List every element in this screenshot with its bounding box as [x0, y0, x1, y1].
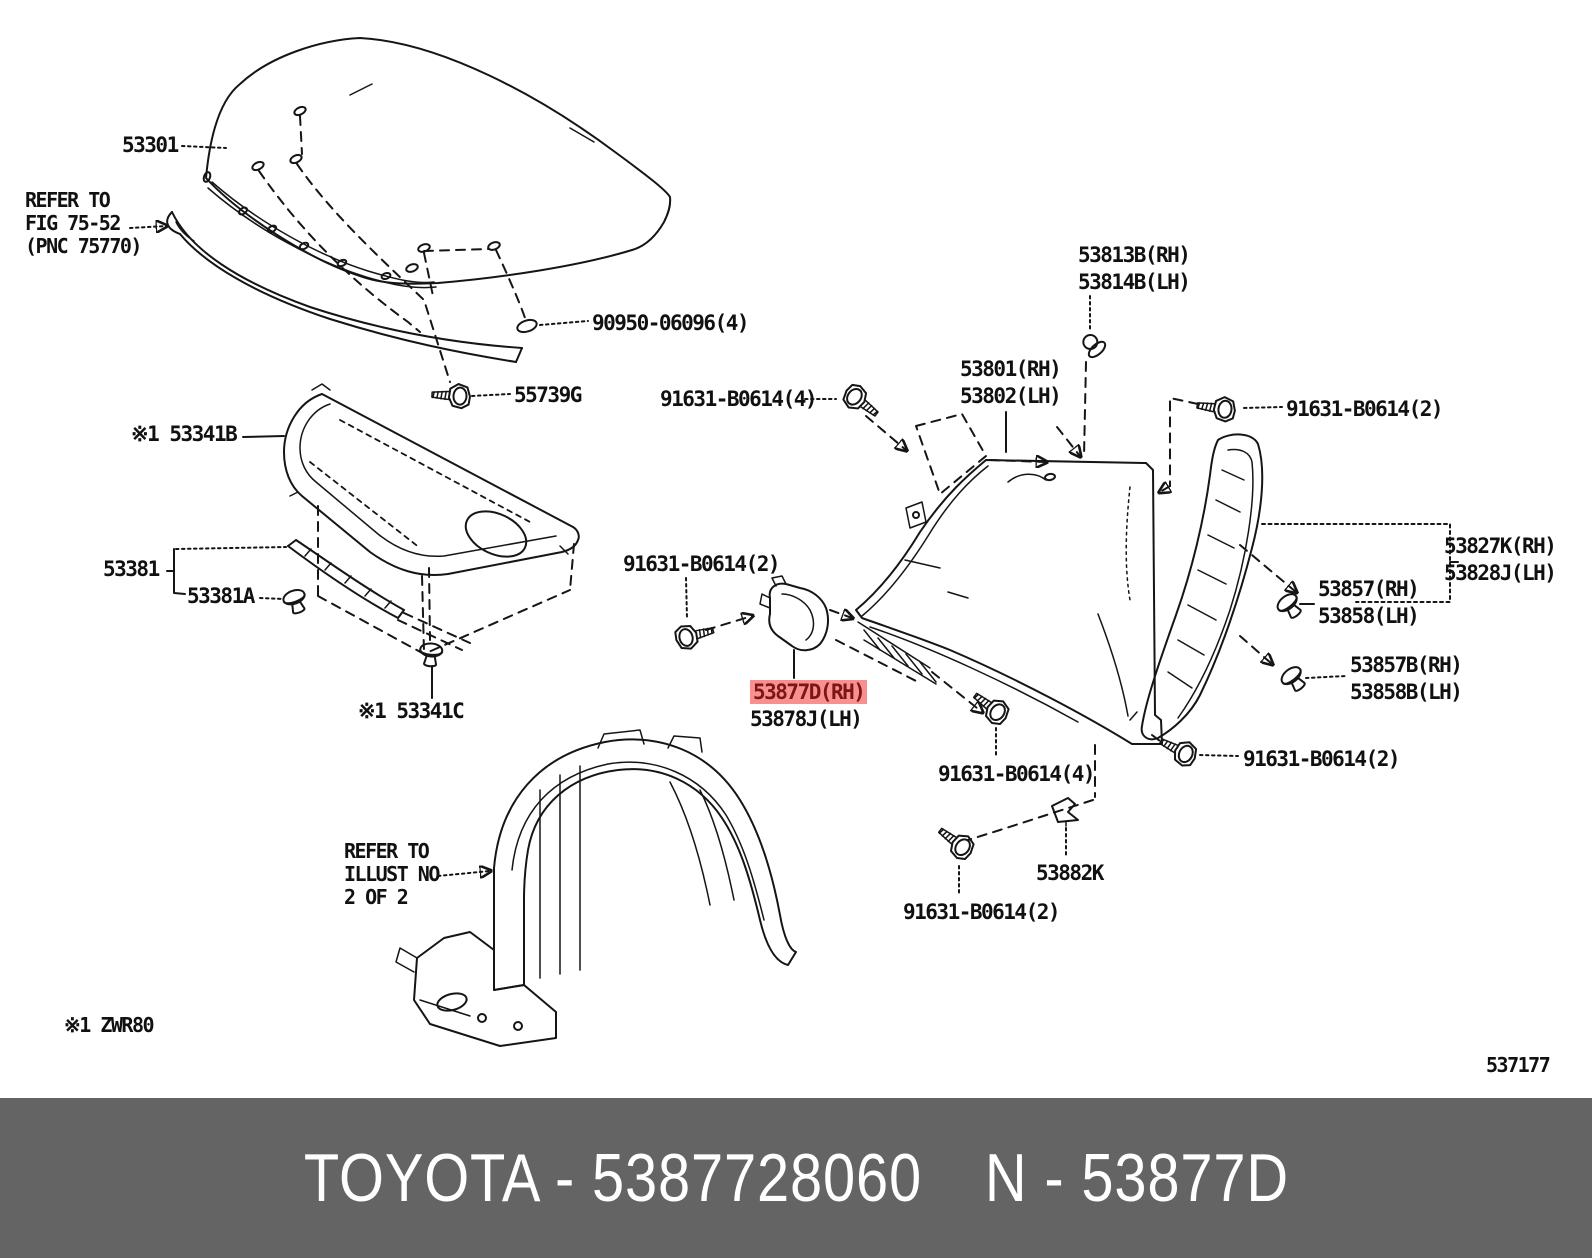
- hood-seal-strip-drawing: [287, 539, 471, 651]
- apron-brace-drawing: [1140, 397, 1459, 741]
- clip-53381a-icon: [280, 586, 311, 618]
- hood-insulator-drawing: [283, 383, 580, 655]
- figure-code: 537177: [1486, 1053, 1551, 1077]
- pad-53857b-icon: [1277, 662, 1311, 697]
- callout-insulator-clip: ※1 53341C: [358, 699, 465, 723]
- grommet-90950-icon: [516, 318, 538, 334]
- callout-brace: 53827K(RH)53828J(LH): [1444, 534, 1557, 585]
- callout-protector-bolt: 91631-B0614(2): [623, 552, 781, 576]
- callout-hood-clip: 90950-06096(4): [592, 311, 750, 335]
- callout-fender-bolt-bottom: 91631-B0614(4): [938, 762, 1096, 786]
- bumper-bracket-drawing: [705, 575, 919, 683]
- callout-fender-bolt-top: 91631-B0614(4): [660, 387, 818, 411]
- cushion-53813b-icon: [1082, 334, 1107, 359]
- banner-brand-part-number: TOYOTA - 5387728060: [303, 1140, 922, 1216]
- retainer-53882k-icon: [1051, 797, 1079, 827]
- callout-pad: 53857(RH)53858(LH): [1318, 577, 1420, 628]
- pad-53857-icon: [1273, 589, 1307, 624]
- callout-seal: 53381: [103, 557, 160, 581]
- fastener-icons: [280, 318, 1311, 864]
- callout-seal-clip: 53381A: [187, 584, 255, 608]
- callout-liner-bolt: 91631-B0614(2): [903, 900, 1061, 924]
- hood-panel-drawing: [202, 37, 672, 383]
- bolt-91631-top-icon: [838, 380, 885, 425]
- bolt-91631-left-icon: [672, 617, 718, 653]
- callout-hood: 53301: [122, 133, 179, 157]
- banner-catalog-code: N - 53877D: [984, 1140, 1289, 1216]
- callout-retainer: 53882K: [1036, 861, 1104, 885]
- fender-liner-drawing: [395, 729, 797, 1047]
- clip-53341c-icon: [417, 641, 444, 669]
- bolt-91631-topright-icon: [1194, 392, 1238, 424]
- bolt-91631-bottom-icon: [932, 819, 979, 864]
- callout-cushion: 53813B(RH)53814B(LH): [1078, 243, 1191, 294]
- callout-brace-bolt-bottom: 91631-B0614(2): [1243, 747, 1401, 771]
- fender-drawing: [855, 361, 1165, 841]
- footnote: ※1 ZWR80: [64, 1013, 155, 1037]
- part-number-banner: TOYOTA - 5387728060 N - 53877D: [0, 1098, 1592, 1258]
- callout-pad-b: 53857B(RH)53858B(LH): [1350, 653, 1463, 704]
- bolt-55739g-icon: [430, 381, 472, 410]
- callout-insulator: ※1 53341B: [131, 422, 238, 446]
- callout-brace-bolt-top: 91631-B0614(2): [1286, 397, 1444, 421]
- leader-lines: [129, 145, 1347, 895]
- highlighted-part-number: 53877D(RH): [750, 680, 868, 704]
- callout-fender: 53801(RH)53802(LH): [960, 357, 1062, 408]
- callout-hood-bolt: 55739G: [514, 383, 582, 407]
- hood-front-seal-drawing: [166, 211, 523, 363]
- callout-protector: 53877D(RH)53878J(LH): [750, 679, 868, 733]
